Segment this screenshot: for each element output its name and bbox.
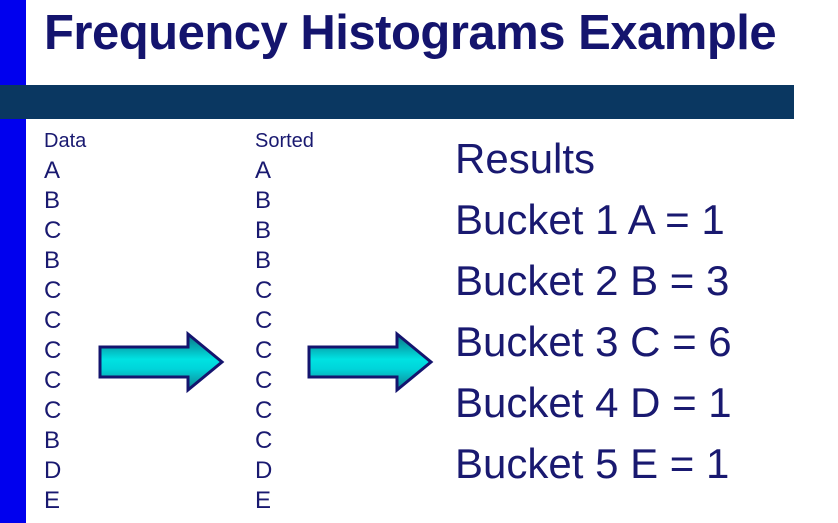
data-cell: B (44, 247, 61, 274)
data-column: Data A B C B C C C C C B D E (44, 126, 174, 516)
sorted-cell: C (255, 367, 273, 394)
right-arrow-icon (307, 330, 434, 394)
data-cell: C (44, 367, 62, 394)
sorted-cell: B (255, 247, 272, 274)
data-cell: C (44, 337, 62, 364)
result-line: Bucket 2 B = 3 (455, 257, 730, 304)
sorted-cell: C (255, 427, 273, 454)
result-line: Bucket 4 D = 1 (455, 379, 732, 426)
data-cell: C (44, 217, 62, 244)
left-accent-bar (0, 0, 26, 523)
sorted-cell: A (255, 157, 272, 184)
data-cell: C (44, 277, 62, 304)
data-cell: B (44, 187, 61, 214)
sorted-cell: B (255, 217, 272, 244)
sorted-cell: C (255, 337, 273, 364)
result-line: Bucket 3 C = 6 (455, 318, 732, 365)
sorted-cell: C (255, 307, 273, 334)
data-cell: C (44, 307, 62, 334)
header-divider-band (0, 85, 794, 119)
right-arrow-icon (98, 330, 225, 394)
sorted-column-header: Sorted (255, 130, 314, 152)
results-block: Results Bucket 1 A = 1 Bucket 2 B = 3 Bu… (455, 128, 838, 494)
data-cell: D (44, 457, 62, 484)
data-cell: C (44, 397, 62, 424)
results-heading: Results (455, 135, 596, 182)
result-line: Bucket 5 E = 1 (455, 440, 730, 487)
data-cell: E (44, 487, 61, 514)
result-line: Bucket 1 A = 1 (455, 196, 725, 243)
sorted-cell: C (255, 277, 273, 304)
sorted-cell: B (255, 187, 272, 214)
data-column-header: Data (44, 130, 87, 152)
sorted-cell: E (255, 487, 272, 514)
data-cell: A (44, 157, 61, 184)
sorted-column: Sorted A B B B C C C C C C D E (255, 126, 385, 516)
sorted-cell: D (255, 457, 273, 484)
page-title: Frequency Histograms Example (44, 6, 777, 60)
sorted-cell: C (255, 397, 273, 424)
data-cell: B (44, 427, 61, 454)
